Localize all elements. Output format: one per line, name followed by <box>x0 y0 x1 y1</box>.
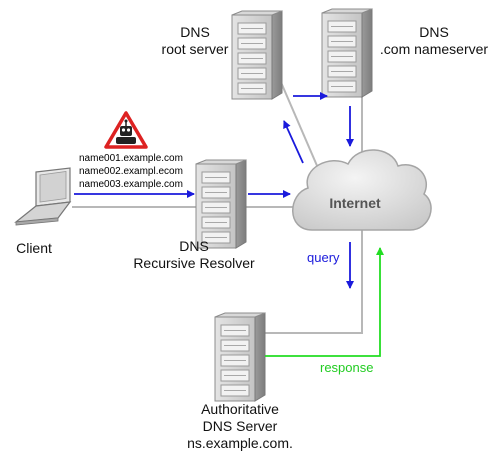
com-nameserver-icon <box>321 8 373 98</box>
queried-name-3: name003.example.com <box>79 179 183 190</box>
root-server-label: DNS root server <box>150 24 240 58</box>
com-nameserver-line2: .com nameserver <box>379 41 489 57</box>
queried-name-1: name001.example.com <box>79 153 183 164</box>
resolver-line1: DNS <box>179 238 209 254</box>
arrow-up-to-root <box>283 120 304 164</box>
resolver-server-icon <box>195 159 247 249</box>
authoritative-line2: DNS Server <box>202 418 278 434</box>
arrow-response <box>265 247 384 357</box>
authoritative-label: Authoritative DNS Server ns.example.com. <box>170 401 310 452</box>
query-arrows <box>74 92 354 289</box>
robot-warning-icon <box>104 111 148 149</box>
root-server-line1: DNS <box>180 24 210 40</box>
cloud-icon: Internet <box>292 149 432 231</box>
resolver-line2: Recursive Resolver <box>133 255 255 271</box>
root-server-line2: root server <box>161 41 229 57</box>
com-nameserver-line1: DNS <box>419 24 449 40</box>
queried-names-list: name001.example.com name002.exampl.ecom … <box>79 152 183 191</box>
laptop-icon <box>14 167 72 226</box>
response-label: response <box>320 360 374 375</box>
client-label: Client <box>16 240 52 256</box>
link-auth-internet <box>265 226 363 334</box>
com-nameserver-label: DNS .com nameserver <box>378 24 490 58</box>
resolver-label: DNS Recursive Resolver <box>124 238 264 272</box>
link-lines <box>72 79 363 334</box>
authoritative-server-icon <box>214 312 266 402</box>
authoritative-line1: Authoritative <box>201 401 279 417</box>
queried-name-2: name002.exampl.ecom <box>79 166 183 177</box>
query-label: query <box>307 250 340 265</box>
authoritative-line3: ns.example.com. <box>187 435 293 451</box>
internet-label: Internet <box>329 195 381 211</box>
link-root-internet <box>279 79 319 169</box>
